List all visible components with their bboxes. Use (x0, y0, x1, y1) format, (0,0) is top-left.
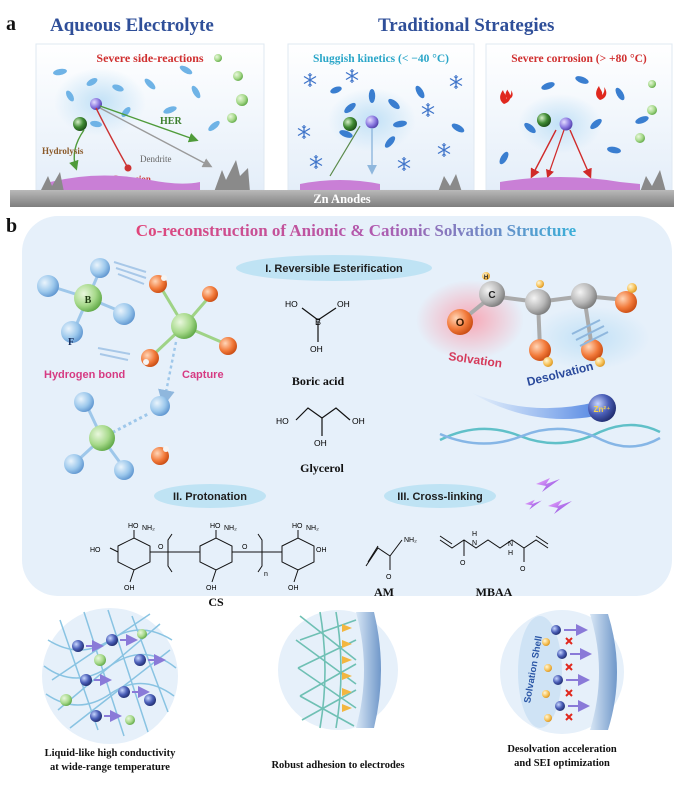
box-severe-corrosion: Severe corrosion (> +80 °C) (485, 43, 673, 191)
zn-anode-bar: Zn Anodes (10, 160, 674, 207)
hydrogen-bond-label: Hydrogen bond (44, 369, 125, 381)
glycerol-oh-bottom: OH (314, 438, 327, 448)
mbaa-label: MBAA (476, 585, 513, 599)
box1-heading: Severe side-reactions (96, 51, 204, 65)
boric-acid-structure: B HO OH OH Boric acid (285, 299, 350, 388)
cs-oh: OH (316, 547, 327, 554)
glycerol-label: Glycerol (300, 461, 344, 475)
step2-label: II. Protonation (173, 491, 247, 503)
molecule-cluster-left: B F Hydrogen bond Capture (37, 258, 237, 480)
boric-ho: HO (285, 299, 298, 309)
boron-atom-label: B (85, 295, 92, 306)
desolvation-caption-1: Desolvation acceleration (507, 744, 617, 755)
zn-anodes-label: Zn Anodes (313, 192, 370, 206)
oxygen-atom-label: O (456, 317, 465, 329)
shell-ions (542, 625, 567, 722)
step3-pill (384, 484, 496, 508)
cs-ho: HO (90, 547, 101, 554)
fluorine-atom-label: F (68, 337, 74, 348)
desolvation-circle: Solvation Shell Desolvation acceleration (500, 610, 624, 769)
cs-oh-3: OH (288, 585, 299, 592)
conductivity-ions (60, 629, 156, 725)
am-nh2: NH₂ (404, 537, 417, 544)
zn-ion-center (90, 98, 102, 110)
mbaa-o1: O (460, 560, 466, 567)
step1-label: I. Reversible Esterification (265, 263, 403, 275)
mbaa-o2: O (520, 566, 526, 573)
panel-b: b Co-reconstruction of Anionic & Cationi… (6, 215, 672, 609)
chitosan-structure (109, 530, 315, 583)
carbon-atom-label: C (488, 290, 495, 301)
cs-ho-2: HO (210, 523, 221, 530)
box-sluggish-kinetics: Sluggish kinetics (< −40 °C) (287, 43, 475, 191)
cs-label: CS (208, 595, 224, 609)
corrosion-line (95, 107, 129, 169)
boric-acid-label: Boric acid (292, 374, 345, 388)
mbaa-h1: H (472, 531, 477, 538)
cs-ho-1: HO (128, 523, 139, 530)
am-label: AM (374, 585, 394, 599)
cs-nh2-2: NH₂ (224, 525, 237, 532)
am-o: O (386, 574, 392, 581)
adhesion-circle: Robust adhesion to electrodes (271, 610, 405, 771)
glycerol-ho: HO (276, 416, 289, 426)
box-side-reactions: Severe side-reactions (35, 43, 265, 191)
step3-label: III. Cross-linking (397, 491, 483, 503)
mbaa-h2: H (508, 550, 513, 557)
acrylamide-structure (365, 539, 403, 570)
panel-b-label: b (6, 215, 17, 237)
aqueous-electrolyte-title: Aqueous Electrolyte (50, 15, 214, 36)
dendrite-label: Dendrite (140, 154, 172, 164)
bottom-row: Liquid-like high conductivity at wide-ra… (42, 608, 624, 773)
cs-nh2-3: NH₂ (306, 525, 319, 532)
water-ellipses (53, 65, 220, 132)
cs-o-2: O (242, 544, 248, 551)
dendrite-arrow (99, 107, 213, 168)
anion-ball (73, 117, 87, 131)
mbaa-structure (439, 535, 549, 562)
panel-a-label: a (6, 13, 16, 35)
boric-oh-right: OH (337, 299, 350, 309)
hydrogen-atom-label: H (484, 275, 488, 281)
hydrolysis-arrow (69, 129, 85, 171)
panel-a: a Aqueous Electrolyte Traditional Strate… (6, 13, 674, 207)
cs-oh-1: OH (124, 585, 135, 592)
mbaa-n2: N (508, 541, 513, 548)
cs-nh2-1: NH₂ (142, 525, 155, 532)
her-label: HER (160, 116, 182, 127)
anode-rect (10, 190, 674, 207)
traditional-strategies-title: Traditional Strategies (378, 15, 554, 36)
adhesion-caption: Robust adhesion to electrodes (271, 760, 404, 771)
conductivity-caption-2: at wide-range temperature (50, 762, 170, 773)
cs-ho-3: HO (292, 523, 303, 530)
box2-heading: Sluggish kinetics (< −40 °C) (313, 53, 449, 65)
zn-ion-label: Zn²⁺ (594, 405, 611, 414)
hydrolysis-label: Hydrolysis (42, 146, 84, 156)
panel-b-title: Co-reconstruction of Anionic & Cationic … (136, 221, 577, 240)
cs-oh-2: OH (206, 585, 217, 592)
boric-b: B (315, 317, 321, 327)
cs-n: n (264, 571, 268, 578)
zn-ion-ball (588, 394, 616, 422)
conductivity-circle: Liquid-like high conductivity at wide-ra… (42, 608, 178, 773)
glycerol-structure: HO OH OH Glycerol (276, 407, 365, 475)
step1-pill (236, 255, 432, 281)
boric-oh-bottom: OH (310, 344, 323, 354)
glycerol-oh-right: OH (352, 416, 365, 426)
capture-label: Capture (182, 369, 224, 381)
her-arrow (99, 105, 199, 143)
step2-pill (154, 484, 266, 508)
cs-o-1: O (158, 544, 164, 551)
solvation-molecule-right: O C H Solvation Desolvation Zn²⁺ (416, 272, 661, 448)
desolvation-caption-2: and SEI optimization (514, 758, 610, 769)
conductivity-caption-1: Liquid-like high conductivity (45, 748, 176, 759)
blocked-x-marks (565, 637, 573, 721)
mbaa-n1: N (472, 540, 477, 547)
box3-heading: Severe corrosion (> +80 °C) (511, 53, 647, 65)
